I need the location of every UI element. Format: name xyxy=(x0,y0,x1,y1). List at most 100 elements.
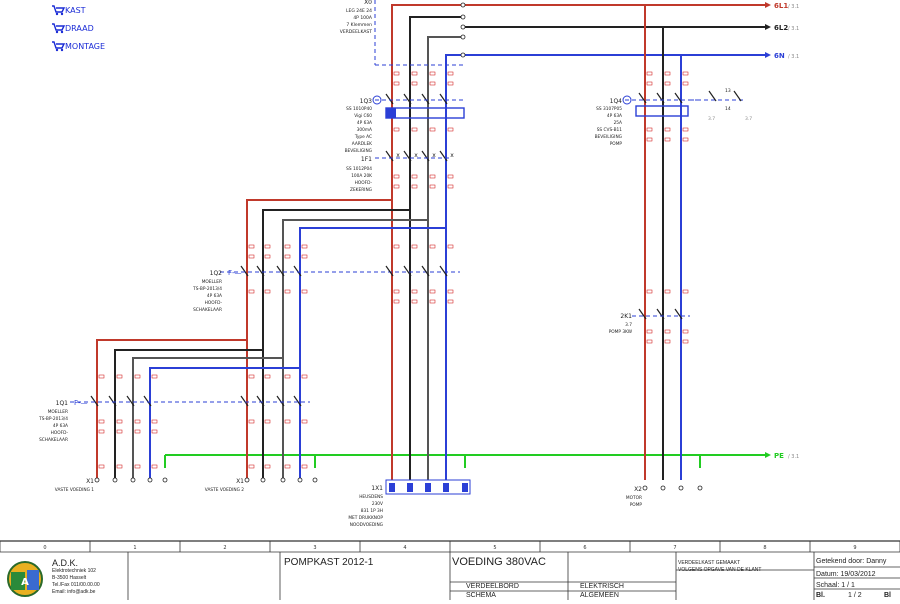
x2-terminal-3 xyxy=(678,485,684,491)
branch-q2-l2 xyxy=(262,209,410,480)
tag-h-0 xyxy=(393,299,400,304)
aux-contact-14: 14 xyxy=(725,106,731,112)
tag-q2e-2 xyxy=(284,419,291,424)
k1-contact-3 xyxy=(674,308,683,320)
tag-a-4 xyxy=(646,71,653,76)
q3-handle-icon xyxy=(372,95,382,105)
tag-q2e-3 xyxy=(301,419,308,424)
scale-field: Schaal: 1 / 1 xyxy=(816,582,855,589)
tag-q2b-2 xyxy=(284,254,291,259)
q3-line-7: BEVEILIGING xyxy=(345,148,372,154)
q3-contact-1 xyxy=(385,93,394,105)
company-address-1: Elektrotechniek 102 xyxy=(52,568,96,574)
legend-label-draad: DRAAD xyxy=(65,24,94,33)
x1a-terminal-1 xyxy=(94,477,100,483)
f1-line-1: SS 1012P04 xyxy=(346,166,372,172)
tag-c-0 xyxy=(393,127,400,132)
q4-line-5: BEVEILIGING xyxy=(595,134,622,140)
menu-algemeen: ALGEMEEN xyxy=(580,592,619,599)
tag-g-0 xyxy=(393,289,400,294)
cart-wheel-icon xyxy=(55,12,59,16)
tag-g-2 xyxy=(429,289,436,294)
x1x-line-3: 831 1P 3H xyxy=(361,508,383,514)
x1a-terminal-3 xyxy=(130,477,136,483)
tag-q2a-1 xyxy=(264,244,271,249)
legend-label-kast: KAST xyxy=(65,6,86,15)
q3-marker xyxy=(386,108,396,118)
f1-contact-4 xyxy=(439,150,448,162)
x1b-terminal-5 xyxy=(312,477,318,483)
tag-k1a-0 xyxy=(646,289,653,294)
ruler-cell-4: 4 xyxy=(403,545,406,551)
q4-aux-contact-1 xyxy=(708,90,717,102)
q3-line-4: 300mA xyxy=(357,127,372,133)
q3-line-3: 4P 63A xyxy=(357,120,372,126)
x1x-socket-3 xyxy=(425,483,431,492)
tag-q2c-3 xyxy=(301,289,308,294)
tag-b-2 xyxy=(429,81,436,86)
main-terminal-4 xyxy=(460,34,466,40)
f1-tag: 1F1 xyxy=(361,156,372,163)
legend-draad-icon xyxy=(52,23,66,34)
tag-q2a-3 xyxy=(301,244,308,249)
tag-q4b-2 xyxy=(682,137,689,142)
tag-q2c-1 xyxy=(264,289,271,294)
branch-q2-l3 xyxy=(282,219,428,480)
q2-line-5: SCHAKELAAR xyxy=(193,307,222,313)
tag-a-1 xyxy=(411,71,418,76)
tag-g-1 xyxy=(411,289,418,294)
q1-contact-2 xyxy=(108,395,117,407)
tag-h-2 xyxy=(429,299,436,304)
q2-main-contact-2 xyxy=(403,265,412,277)
tag-q1b-1 xyxy=(116,419,123,424)
q4-line-1: SS 3107P05 xyxy=(596,106,622,112)
q1b-contact-3 xyxy=(276,395,285,407)
branch-q1-l2 xyxy=(114,349,263,480)
q3-line-5: Type AC xyxy=(354,134,372,140)
x1a-tag: X1 xyxy=(86,478,94,485)
tag-k1c-0 xyxy=(646,339,653,344)
k1-tag: 2K1 xyxy=(620,313,632,320)
f1-fuse-1: x xyxy=(396,152,400,159)
q4-line-6: POMP xyxy=(610,141,623,147)
tag-d-3 xyxy=(447,174,454,179)
ruler-cell-2: 2 xyxy=(223,545,226,551)
feed-l2 xyxy=(409,16,463,95)
x2-line-2: POMP xyxy=(630,502,643,508)
k1-line-1: 3.7 xyxy=(625,322,632,328)
q1b-contact-4 xyxy=(293,395,302,407)
main-terminal-1 xyxy=(460,2,466,8)
x1x-frame xyxy=(385,479,471,495)
busbar-label-l2: 6L2 xyxy=(774,24,788,32)
q2-tag: 1Q2 xyxy=(210,270,223,277)
cart-wheel-icon xyxy=(60,12,64,16)
f1-line-3: HOOFD- xyxy=(355,180,373,186)
arrow-pe-icon xyxy=(765,452,771,458)
x1b-terminal-2 xyxy=(260,477,266,483)
tag-a-2 xyxy=(429,71,436,76)
svg-text:A: A xyxy=(21,577,29,588)
ruler-cell-1: 1 xyxy=(133,545,136,551)
tag-k1c-1 xyxy=(664,339,671,344)
tag-q2f-1 xyxy=(264,464,271,469)
tag-q1c-0 xyxy=(98,429,105,434)
q1-line-3: 4P 63A xyxy=(53,423,68,429)
main-terminal-5 xyxy=(460,52,466,58)
tag-q2e-0 xyxy=(248,419,255,424)
tag-q2d-2 xyxy=(284,374,291,379)
tag-d-2 xyxy=(429,174,436,179)
q2-main-contact-1 xyxy=(385,265,394,277)
tag-c-2 xyxy=(429,127,436,132)
f1-line-4: ZEKERING xyxy=(350,187,372,193)
q3-line-1: SS 1010P40 xyxy=(346,106,372,112)
legend-montage-icon xyxy=(52,41,66,52)
x2-terminal-4 xyxy=(697,485,703,491)
q2-contact-3 xyxy=(276,265,285,277)
tag-q2f-0 xyxy=(248,464,255,469)
branch-q1-n xyxy=(149,367,300,480)
k1-contact-2 xyxy=(656,308,665,320)
tag-q2a-2 xyxy=(284,244,291,249)
